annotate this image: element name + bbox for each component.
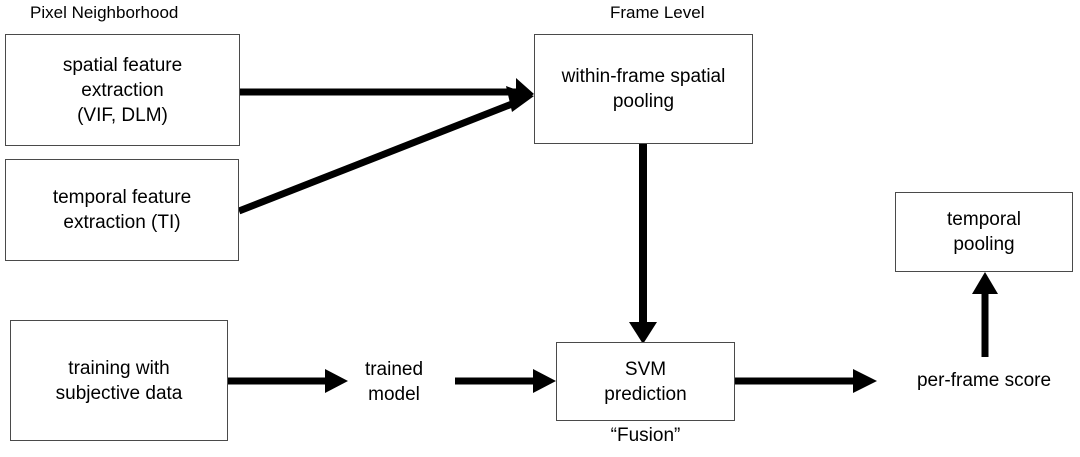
arrow-trained-model-to-svm [455,369,556,393]
arrow-temporal-to-pooling [237,86,534,215]
box-temporal-pooling-label: temporal pooling [947,209,1021,255]
box-within-frame-spatial-pooling[interactable]: within-frame spatial pooling [534,34,753,144]
label-trained-model: trained model [364,359,424,405]
section-label-pixel-neighborhood: Pixel Neighborhood [30,3,179,22]
caption-fusion: “Fusion” [610,425,681,446]
section-label-frame-level: Frame Level [610,3,705,22]
box-svm-prediction[interactable]: SVM prediction [556,342,735,421]
arrow-pooling-to-svm [629,144,657,344]
box-spatial-feature-extraction[interactable]: spatial feature extraction (VIF, DLM) [5,34,240,146]
box-svm-prediction-label: SVM prediction [604,358,687,405]
box-training-with-subjective-data-label: training with subjective data [55,357,183,404]
label-per-frame-score: per-frame score [916,370,1052,391]
box-temporal-feature-extraction-label: temporal feature extraction (TI) [52,187,192,233]
arrow-svm-to-per-frame-score [735,369,877,393]
box-spatial-feature-extraction-label: spatial feature extraction (VIF, DLM) [62,54,183,126]
arrow-training-to-trained-model [228,369,348,393]
box-training-with-subjective-data[interactable]: training with subjective data [10,320,228,441]
box-within-frame-spatial-pooling-label: within-frame spatial pooling [561,66,726,112]
box-temporal-pooling[interactable]: temporal pooling [895,192,1073,272]
box-temporal-feature-extraction[interactable]: temporal feature extraction (TI) [5,159,239,261]
arrow-spatial-to-pooling [240,78,534,106]
arrow-per-frame-score-to-temporal-pooling [972,272,998,357]
